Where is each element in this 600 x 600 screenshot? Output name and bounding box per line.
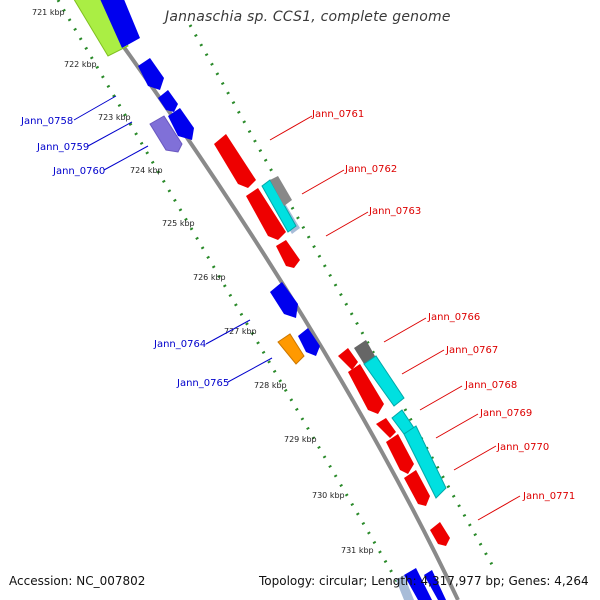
- gene-arrow-forward[interactable]: [277, 333, 305, 365]
- inner-tick-track: [56, 0, 410, 600]
- kbp-label: 729 kbp: [284, 435, 317, 444]
- reverse-labels: Jann_0761 Jann_0762 Jann_0763 Jann_0766 …: [311, 109, 575, 502]
- kbp-label: 730 kbp: [312, 491, 345, 500]
- kbp-label: 725 kbp: [162, 219, 195, 228]
- kbp-label: 726 kbp: [193, 273, 226, 282]
- gene-arrow-reverse[interactable]: [404, 470, 430, 506]
- gene-arrow-forward[interactable]: [158, 90, 178, 112]
- gene-block-gray[interactable]: [354, 340, 376, 364]
- gene-arrow-reverse[interactable]: [214, 134, 256, 188]
- forward-strand-genes: [72, 0, 446, 600]
- gene-label-jann-0770[interactable]: Jann_0770: [496, 442, 549, 453]
- gene-label-jann-0760[interactable]: Jann_0760: [52, 166, 105, 177]
- gene-arrow-reverse[interactable]: [376, 418, 396, 438]
- gene-label-jann-0769[interactable]: Jann_0769: [479, 408, 532, 419]
- kbp-label: 722 kbp: [64, 60, 97, 69]
- reverse-leaders: [269, 115, 521, 521]
- gene-block-lime[interactable]: [72, 0, 129, 57]
- gene-arrow-forward[interactable]: [298, 328, 320, 356]
- gene-label-jann-0771[interactable]: Jann_0771: [522, 491, 575, 502]
- gene-label-jann-0758[interactable]: Jann_0758: [20, 116, 73, 127]
- gene-block-cyan[interactable]: [403, 425, 447, 499]
- gene-block-cyan[interactable]: [363, 355, 405, 407]
- gene-block-lightblue[interactable]: [396, 575, 414, 600]
- gene-label-jann-0766[interactable]: Jann_0766: [427, 312, 480, 323]
- gene-arrow-reverse[interactable]: [348, 364, 384, 414]
- kbp-label: 728 kbp: [254, 381, 287, 390]
- gene-arrow-forward[interactable]: [270, 282, 298, 318]
- gene-label-jann-0759[interactable]: Jann_0759: [36, 142, 89, 153]
- map-title: Jannaschia sp. CCS1, complete genome: [165, 9, 451, 25]
- gene-label-jann-0761[interactable]: Jann_0761: [311, 109, 364, 120]
- gene-label-jann-0763[interactable]: Jann_0763: [368, 206, 421, 217]
- gene-block-gray[interactable]: [270, 176, 292, 206]
- gene-arrow-forward[interactable]: [168, 108, 194, 140]
- genome-backbone: [88, 0, 460, 600]
- kbp-label: 731 kbp: [341, 546, 374, 555]
- forward-labels: Jann_0758 Jann_0759 Jann_0760 Jann_0764 …: [20, 116, 229, 389]
- gene-arrow-forward[interactable]: [149, 115, 183, 153]
- gene-arrow-reverse[interactable]: [246, 188, 286, 240]
- outer-tick-track: [188, 24, 497, 571]
- reverse-strand-genes: [214, 134, 450, 546]
- accession-text: Accession: NC_007802: [9, 574, 146, 588]
- kbp-label: 723 kbp: [98, 113, 131, 122]
- kbp-label: 724 kbp: [130, 166, 163, 175]
- kbp-label: 727 kbp: [224, 327, 257, 336]
- gene-arrow-reverse[interactable]: [338, 348, 358, 370]
- gene-arrow-forward[interactable]: [138, 58, 164, 90]
- gene-label-jann-0767[interactable]: Jann_0767: [445, 345, 498, 356]
- gene-label-jann-0768[interactable]: Jann_0768: [464, 380, 517, 391]
- gene-label-jann-0764[interactable]: Jann_0764: [153, 339, 206, 350]
- gene-arrow-reverse[interactable]: [386, 434, 414, 474]
- kbp-label: 721 kbp: [32, 8, 65, 17]
- topology-text: Topology: circular; Length: 4,317,977 bp…: [259, 574, 589, 588]
- gene-block-cyan[interactable]: [261, 179, 297, 233]
- gene-block-forward[interactable]: [404, 568, 432, 600]
- kbp-axis: 721 kbp 722 kbp 723 kbp 724 kbp 725 kbp …: [32, 8, 374, 555]
- gene-arrow-reverse[interactable]: [276, 240, 300, 268]
- gene-block-forward[interactable]: [424, 570, 446, 600]
- forward-leaders: [73, 95, 273, 383]
- gene-arrow-reverse[interactable]: [430, 522, 450, 546]
- gene-block-forward[interactable]: [96, 0, 140, 48]
- gene-label-jann-0765[interactable]: Jann_0765: [176, 378, 229, 389]
- gene-label-jann-0762[interactable]: Jann_0762: [344, 164, 397, 175]
